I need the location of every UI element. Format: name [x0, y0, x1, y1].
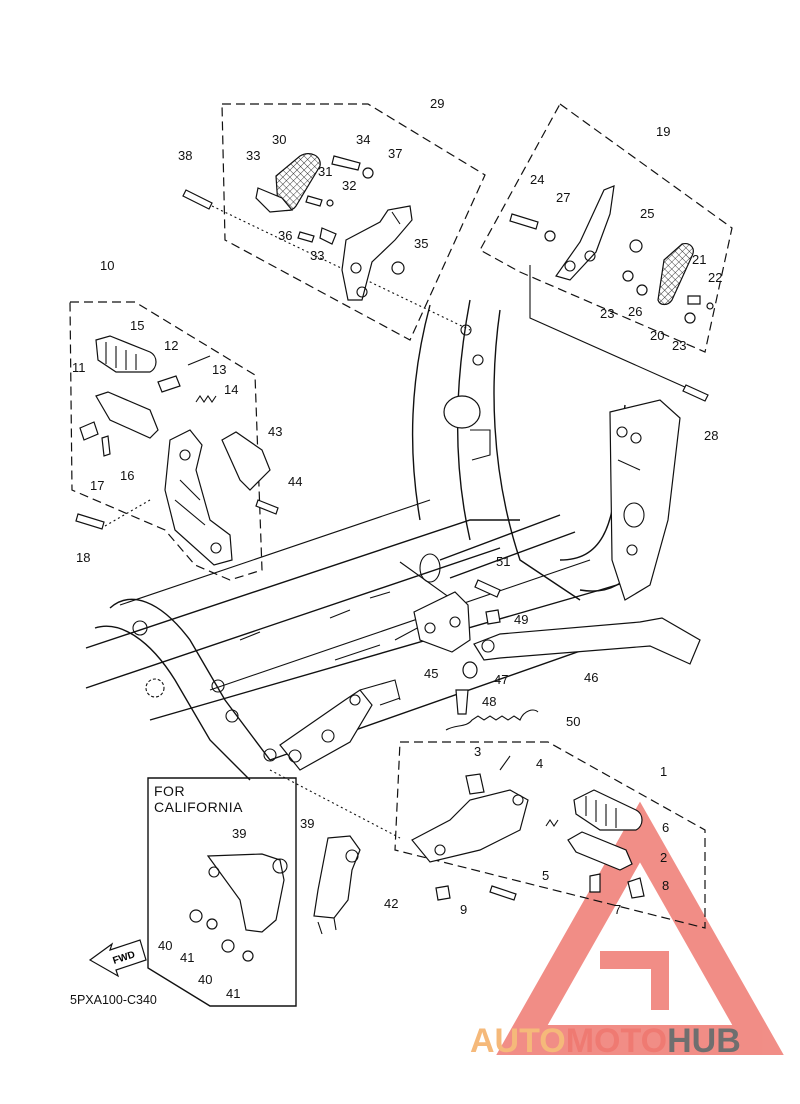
callout-32: 32 — [342, 178, 356, 193]
callout-5: 5 — [542, 868, 549, 883]
callout-38: 38 — [178, 148, 192, 163]
callout-18: 18 — [76, 550, 90, 565]
california-variant-box — [147, 777, 297, 1007]
callout-10: 10 — [100, 258, 114, 273]
bracket-39-standard — [269, 769, 401, 935]
callout-45: 45 — [424, 666, 438, 681]
callout-9: 9 — [460, 902, 467, 917]
watermark-moto: MOTO — [566, 1022, 667, 1060]
callout-39a: 39 — [232, 826, 246, 841]
callout-13: 13 — [212, 362, 226, 377]
callout-11: 11 — [72, 360, 86, 375]
callout-33b: 33 — [310, 248, 324, 263]
callout-34: 34 — [356, 132, 370, 147]
callout-28: 28 — [704, 428, 718, 443]
callout-23a: 23 — [600, 306, 614, 321]
callout-33a: 33 — [246, 148, 260, 163]
callout-20: 20 — [650, 328, 664, 343]
callout-26: 26 — [628, 304, 642, 319]
watermark-auto: AUTO — [470, 1022, 566, 1060]
callout-4: 4 — [536, 756, 543, 771]
callout-47: 47 — [494, 672, 508, 687]
callout-41a: 41 — [180, 950, 194, 965]
callout-44: 44 — [288, 474, 302, 489]
callout-31: 31 — [318, 164, 332, 179]
callout-17: 17 — [90, 478, 104, 493]
watermark-hub: HUB — [667, 1022, 741, 1060]
brake-pedal-assembly — [394, 561, 701, 731]
callout-51: 51 — [496, 554, 510, 569]
fwd-arrow-icon: FWD — [88, 939, 147, 978]
callout-22: 22 — [708, 270, 722, 285]
callout-37: 37 — [388, 146, 402, 161]
callout-12: 12 — [164, 338, 178, 353]
callout-21: 21 — [692, 252, 706, 267]
callout-42: 42 — [384, 896, 398, 911]
callout-19: 19 — [656, 124, 670, 139]
callout-1: 1 — [660, 764, 667, 779]
california-label-line1: FOR — [154, 783, 185, 799]
callout-41b: 41 — [226, 986, 240, 1001]
callout-48: 48 — [482, 694, 496, 709]
callout-3: 3 — [474, 744, 481, 759]
california-label-line2: CALIFORNIA — [154, 799, 243, 815]
diagram-code: 5PXA100-C340 — [70, 993, 157, 1007]
callout-14: 14 — [224, 382, 238, 397]
callout-43: 43 — [268, 424, 282, 439]
callout-27: 27 — [556, 190, 570, 205]
callout-30: 30 — [272, 132, 286, 147]
group-29-passenger-bracket-left — [182, 103, 486, 341]
callout-40a: 40 — [158, 938, 172, 953]
callout-25: 25 — [640, 206, 654, 221]
callout-15: 15 — [130, 318, 144, 333]
callout-36: 36 — [278, 228, 292, 243]
group-19-passenger-bracket-right — [479, 103, 733, 402]
callout-35: 35 — [414, 236, 428, 251]
callout-46: 46 — [584, 670, 598, 685]
group-10-rider-footrest — [69, 301, 279, 581]
callout-7: 7 — [614, 902, 621, 917]
svg-text:AUTOMOTOHUB: AUTOMOTOHUB — [470, 1022, 741, 1060]
callout-numbers: 1 2 3 4 5 6 7 8 9 10 11 12 13 14 15 16 1… — [72, 96, 722, 1001]
callout-24: 24 — [530, 172, 544, 187]
callout-39b: 39 — [300, 816, 314, 831]
callout-50: 50 — [566, 714, 580, 729]
callout-29: 29 — [430, 96, 444, 111]
watermark-logo — [496, 801, 784, 1055]
frame-drawing — [85, 299, 681, 781]
callout-2: 2 — [660, 850, 667, 865]
callout-8: 8 — [662, 878, 669, 893]
callout-6: 6 — [662, 820, 669, 835]
watermark-text: AUTOMOTOHUB — [470, 1022, 741, 1060]
group-1-right-footrest — [394, 741, 706, 929]
callout-16: 16 — [120, 468, 134, 483]
callout-40b: 40 — [198, 972, 212, 987]
callout-49: 49 — [514, 612, 528, 627]
callout-23b: 23 — [672, 338, 686, 353]
